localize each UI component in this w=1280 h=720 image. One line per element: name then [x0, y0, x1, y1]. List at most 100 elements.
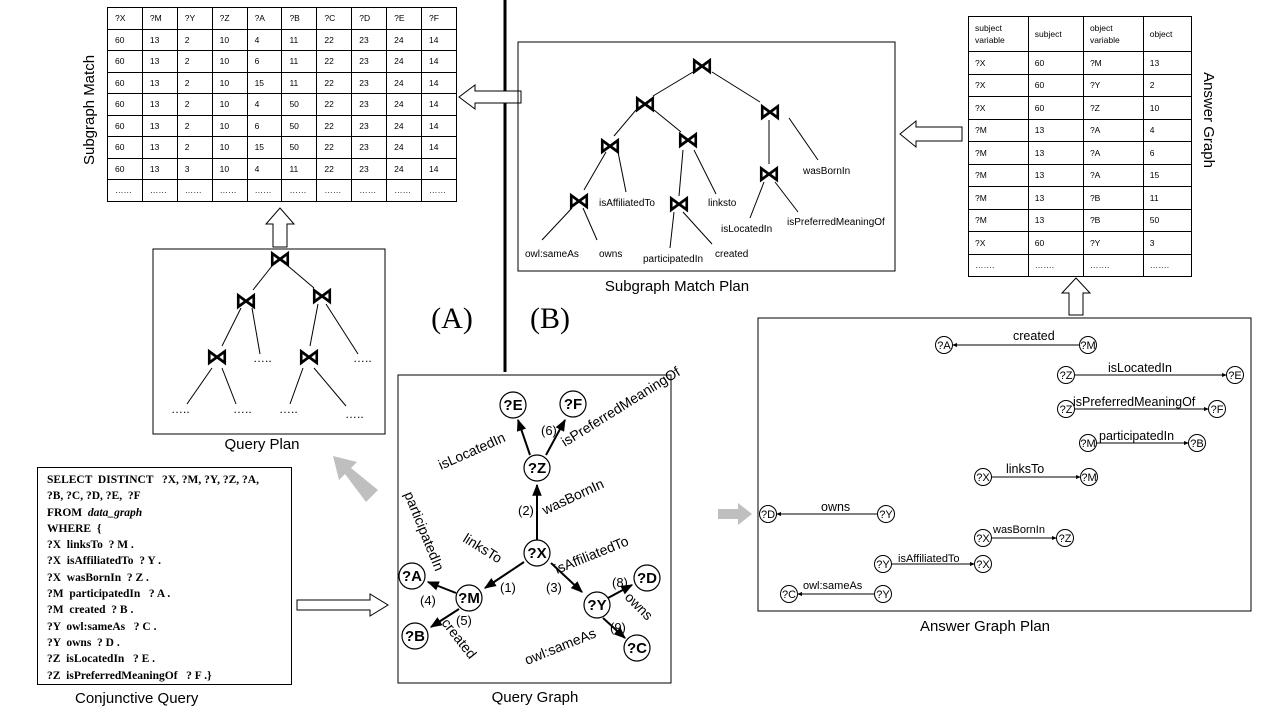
edge-label-participatedin: participatedIn [401, 489, 447, 573]
table-cell: ……. [1142, 253, 1193, 277]
query-line: ?Y owns ? D . [47, 635, 291, 651]
plan-label-wasbornin: wasBornIn [802, 166, 850, 177]
node-label: ?F [1211, 404, 1224, 416]
query-line: ?X wasBornIn ? Z . [47, 570, 291, 586]
svg-text:?X: ?X [527, 545, 546, 562]
edge-label: isAffiliatedTo [898, 553, 960, 565]
node-label: ?Y [876, 589, 890, 601]
query-line-text: ?Y owns ? D . [47, 636, 120, 649]
table-cell: 13 [141, 50, 178, 73]
table-cell: 24 [386, 71, 423, 94]
query-line-text: ?M participatedIn ? A . [47, 588, 171, 601]
order-label: (8) [612, 575, 628, 590]
node-f: ?F [559, 390, 587, 418]
join-icon: ⋈ [298, 344, 320, 369]
table-cell: …… [141, 179, 178, 202]
subgraph-match-plan-caption: Subgraph Match Plan [605, 278, 749, 295]
arrow-agplan-to-answer [1060, 277, 1092, 316]
table-header-cell: subject [1027, 16, 1084, 52]
join-icon: ⋈ [235, 288, 257, 313]
conjunctive-query-caption: Conjunctive Query [75, 690, 199, 707]
table-cell: 14 [421, 50, 457, 73]
query-graph-edge-labels: linksTo isAffiliatedTo wasBornIn partici… [401, 363, 683, 667]
svg-text:?D: ?D [637, 570, 657, 587]
table-cell: 4 [1142, 118, 1193, 142]
node-b: ?B [401, 622, 429, 650]
node-label: ?Z [1060, 404, 1073, 416]
node-circle [974, 555, 992, 573]
join-icon: ⋈ [568, 188, 590, 213]
node-a: ?A [398, 562, 426, 590]
node-circle [974, 529, 992, 547]
table-cell: 3 [1142, 231, 1193, 255]
ellipsis: ….. [279, 402, 298, 416]
table-cell: 14 [421, 93, 457, 116]
query-line: ?Y owl:sameAs ? C . [47, 619, 291, 635]
node-circle [1056, 529, 1074, 547]
query-line-text: ?X wasBornIn ? Z . [47, 571, 149, 584]
plan-label-owl-sameas: owl:sameAs [525, 249, 579, 260]
join-icon: ⋈ [759, 99, 781, 124]
join-icon: ⋈ [206, 344, 228, 369]
edge-label-wasbornin: wasBornIn [539, 475, 607, 518]
table-cell: 6 [246, 50, 283, 73]
svg-text:?M: ?M [458, 590, 480, 607]
node-circle [874, 555, 892, 573]
ellipsis: ….. [171, 402, 190, 416]
answer-graph-plan-caption: Answer Graph Plan [920, 618, 1050, 635]
table-cell: …… [386, 179, 423, 202]
query-graph-order-labels: (1) (2) (3) (4) (5) (6) (8) (9) [420, 423, 628, 635]
table-cell: …… [176, 179, 213, 202]
table-cell: 13 [1027, 208, 1084, 232]
edge-label-linksto: linksTo [460, 530, 505, 566]
node-label: ?Y [876, 559, 890, 571]
query-line-text: ?M created ? B . [47, 604, 134, 617]
node-circle [1079, 434, 1097, 452]
node-label: ?C [782, 589, 796, 601]
table-cell: ?Y [1082, 231, 1144, 255]
table-cell: 24 [386, 50, 423, 73]
plan-label-islocatedin: isLocatedIn [721, 224, 772, 235]
node-label: ?X [976, 559, 990, 571]
subgraph-match-caption: Subgraph Match [81, 55, 98, 165]
query-plan-caption: Query Plan [224, 436, 299, 453]
arrow-query-to-graph [296, 593, 389, 617]
join-icon: ⋈ [668, 191, 690, 216]
order-label: (4) [420, 593, 436, 608]
query-line-text: ?X linksTo ? M . [47, 539, 134, 552]
answer-graph-plan-box [757, 317, 1252, 612]
node-circle [1057, 366, 1075, 384]
table-cell: 22 [316, 71, 353, 94]
join-icon: ⋈ [677, 127, 699, 152]
answer-graph-caption: Answer Graph [1200, 72, 1217, 168]
query-line-italic: data_graph [87, 506, 143, 519]
subgraph-match-plan-joins: ⋈ ⋈ ⋈ ⋈ ⋈ ⋈ ⋈ ⋈ [568, 53, 781, 216]
node-x: ?X [523, 539, 551, 567]
table-header-cell: object [1142, 16, 1193, 52]
table-cell: …… [211, 179, 248, 202]
conjunctive-query-box: SELECT DISTINCT ?X, ?M, ?Y, ?Z, ?A,?B, ?… [37, 467, 292, 685]
svg-text:?F: ?F [564, 396, 582, 413]
query-line-text: WHERE { [47, 522, 102, 535]
node-label: ?B [1190, 438, 1203, 450]
ellipsis: ….. [233, 402, 252, 416]
node-circle [935, 336, 953, 354]
query-line-text: ?B, ?C, ?D, ?E, ?F [47, 490, 141, 503]
query-plan-box [152, 248, 386, 435]
edge-label-owns: owns [622, 589, 656, 623]
table-cell: 15 [1142, 163, 1193, 187]
table-cell: …… [351, 179, 388, 202]
edge-label: owl:sameAs [803, 580, 863, 592]
